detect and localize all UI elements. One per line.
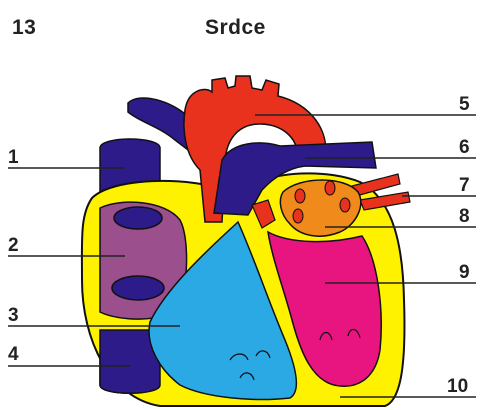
label-text-5: 5 (459, 94, 470, 115)
label-text-3: 3 (8, 305, 19, 326)
label-text-10: 10 (447, 376, 468, 397)
label-7: 7 (402, 175, 476, 196)
label-text-7: 7 (459, 175, 470, 196)
label-text-6: 6 (459, 137, 470, 158)
label-text-8: 8 (459, 206, 470, 227)
vena-cava-opening-lower (112, 276, 164, 300)
vena-cava-opening-upper (114, 207, 162, 229)
label-text-9: 9 (459, 262, 470, 283)
label-text-4: 4 (8, 344, 19, 365)
label-text-2: 2 (8, 235, 19, 256)
label-text-1: 1 (8, 147, 19, 168)
